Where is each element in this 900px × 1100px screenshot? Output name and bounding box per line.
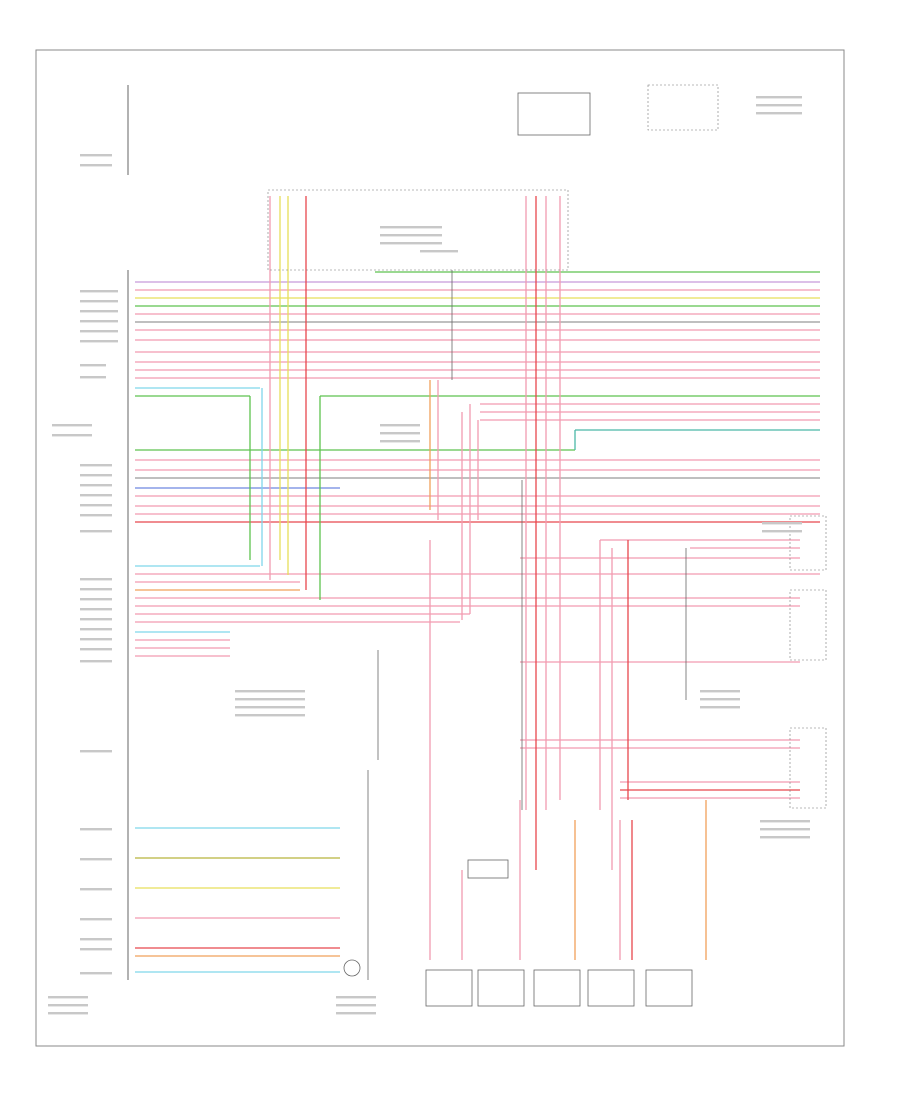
- label-placeholder: [336, 1004, 376, 1007]
- label-placeholder: [80, 514, 112, 517]
- actuator-box: [533, 969, 581, 1007]
- label-placeholder: [235, 690, 305, 693]
- label-placeholder: [420, 250, 458, 253]
- label-placeholder: [80, 376, 106, 379]
- relay-box-top: [517, 92, 591, 136]
- label-placeholder: [756, 104, 802, 107]
- label-placeholder: [52, 434, 92, 437]
- label-placeholder: [80, 484, 112, 487]
- label-placeholder: [48, 996, 88, 999]
- label-placeholder: [52, 424, 92, 427]
- illegible-label-group: [48, 96, 810, 1015]
- label-placeholder: [80, 598, 112, 601]
- label-placeholder: [380, 424, 420, 427]
- diagram-frame: [35, 49, 845, 1047]
- label-placeholder: [700, 698, 740, 701]
- label-placeholder: [80, 364, 106, 367]
- vertical-wire-group: [249, 196, 707, 960]
- label-placeholder: [80, 938, 112, 941]
- label-placeholder: [235, 698, 305, 701]
- label-placeholder: [80, 310, 118, 313]
- label-placeholder: [80, 464, 112, 467]
- label-placeholder: [336, 996, 376, 999]
- label-placeholder: [80, 320, 118, 323]
- label-placeholder: [700, 690, 740, 693]
- label-placeholder: [80, 828, 112, 831]
- horizontal-wire-group: [135, 271, 820, 973]
- label-placeholder: [760, 820, 810, 823]
- motor-box-group: [425, 969, 693, 1007]
- label-placeholder: [80, 628, 112, 631]
- label-placeholder: [80, 750, 112, 753]
- label-placeholder: [80, 918, 112, 921]
- actuator-box: [425, 969, 473, 1007]
- label-placeholder: [380, 242, 442, 245]
- label-placeholder: [380, 234, 442, 237]
- label-placeholder: [80, 608, 112, 611]
- label-placeholder: [80, 330, 118, 333]
- label-placeholder: [80, 972, 112, 975]
- switch-module-2: [789, 589, 827, 661]
- label-placeholder: [762, 530, 802, 533]
- label-placeholder: [762, 522, 802, 525]
- label-placeholder: [80, 340, 118, 343]
- label-placeholder: [80, 888, 112, 891]
- label-placeholder: [756, 96, 802, 99]
- label-placeholder: [80, 858, 112, 861]
- label-placeholder: [80, 504, 112, 507]
- actuator-box: [645, 969, 693, 1007]
- label-placeholder: [48, 1012, 88, 1015]
- label-placeholder: [80, 660, 112, 663]
- label-placeholder: [700, 706, 740, 709]
- actuator-box: [587, 969, 635, 1007]
- label-placeholder: [80, 474, 112, 477]
- rotary-switch-symbol: [343, 959, 361, 977]
- label-placeholder: [380, 432, 420, 435]
- label-placeholder: [336, 1012, 376, 1015]
- label-placeholder: [48, 1004, 88, 1007]
- label-placeholder: [235, 714, 305, 717]
- label-placeholder: [80, 638, 112, 641]
- label-placeholder: [80, 948, 112, 951]
- label-placeholder: [80, 300, 118, 303]
- fuse-panel-box: [267, 189, 569, 271]
- label-placeholder: [760, 836, 810, 839]
- switch-module-3: [789, 727, 827, 809]
- label-placeholder: [380, 226, 442, 229]
- label-placeholder: [80, 290, 118, 293]
- label-placeholder: [380, 440, 420, 443]
- label-placeholder: [80, 618, 112, 621]
- label-placeholder: [80, 578, 112, 581]
- label-placeholder: [80, 164, 112, 167]
- label-placeholder: [80, 648, 112, 651]
- switch-module-1: [789, 515, 827, 571]
- center-connector-box: [467, 859, 509, 879]
- label-placeholder: [80, 530, 112, 533]
- label-placeholder: [80, 154, 112, 157]
- label-placeholder: [80, 494, 112, 497]
- label-placeholder: [760, 828, 810, 831]
- module-box-top-right: [647, 84, 719, 131]
- label-placeholder: [80, 588, 112, 591]
- label-placeholder: [235, 706, 305, 709]
- label-placeholder: [756, 112, 802, 115]
- actuator-box: [477, 969, 525, 1007]
